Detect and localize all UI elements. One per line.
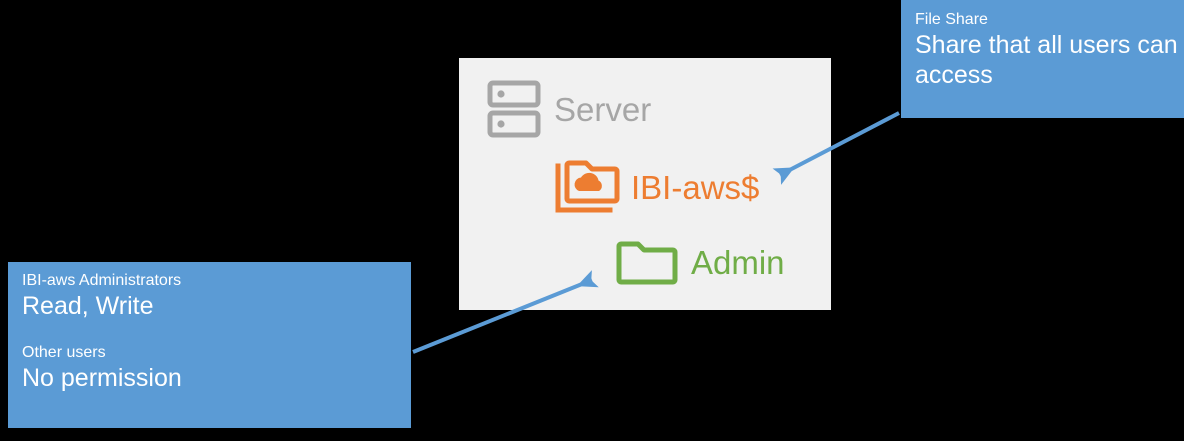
folder-icon <box>616 236 678 288</box>
permission-group-administrators-value: Read, Write <box>22 292 154 320</box>
callout-file-share[interactable]: File Share Share that all users can acce… <box>901 0 1184 118</box>
node-server[interactable]: Server <box>487 80 651 138</box>
callout-file-share-body: Share that all users can access <box>915 31 1178 89</box>
node-ibi-aws-share[interactable]: IBI-aws$ <box>554 158 759 216</box>
callout-permissions[interactable]: IBI-aws Administrators Read, Write Other… <box>8 262 411 428</box>
permission-group-other-users-title: Other users <box>22 344 106 361</box>
node-label-admin-folder: Admin <box>691 243 785 281</box>
permission-group-administrators-title: IBI-aws Administrators <box>22 272 182 289</box>
node-label-server: Server <box>554 90 652 128</box>
cloud-share-folder-icon <box>554 158 620 216</box>
node-label-ibi-aws-share: IBI-aws$ <box>631 168 760 206</box>
server-icon <box>487 80 541 138</box>
permission-group-administrators: IBI-aws Administrators Read, Write <box>22 271 411 321</box>
permission-group-other-users: Other users No permission <box>22 343 411 393</box>
permission-group-spacer <box>22 321 411 343</box>
permission-group-other-users-value: No permission <box>22 364 182 392</box>
callout-file-share-title: File Share <box>915 11 988 28</box>
server-panel: Server IBI-aws$ <box>459 58 831 310</box>
node-admin-folder[interactable]: Admin <box>616 236 785 288</box>
